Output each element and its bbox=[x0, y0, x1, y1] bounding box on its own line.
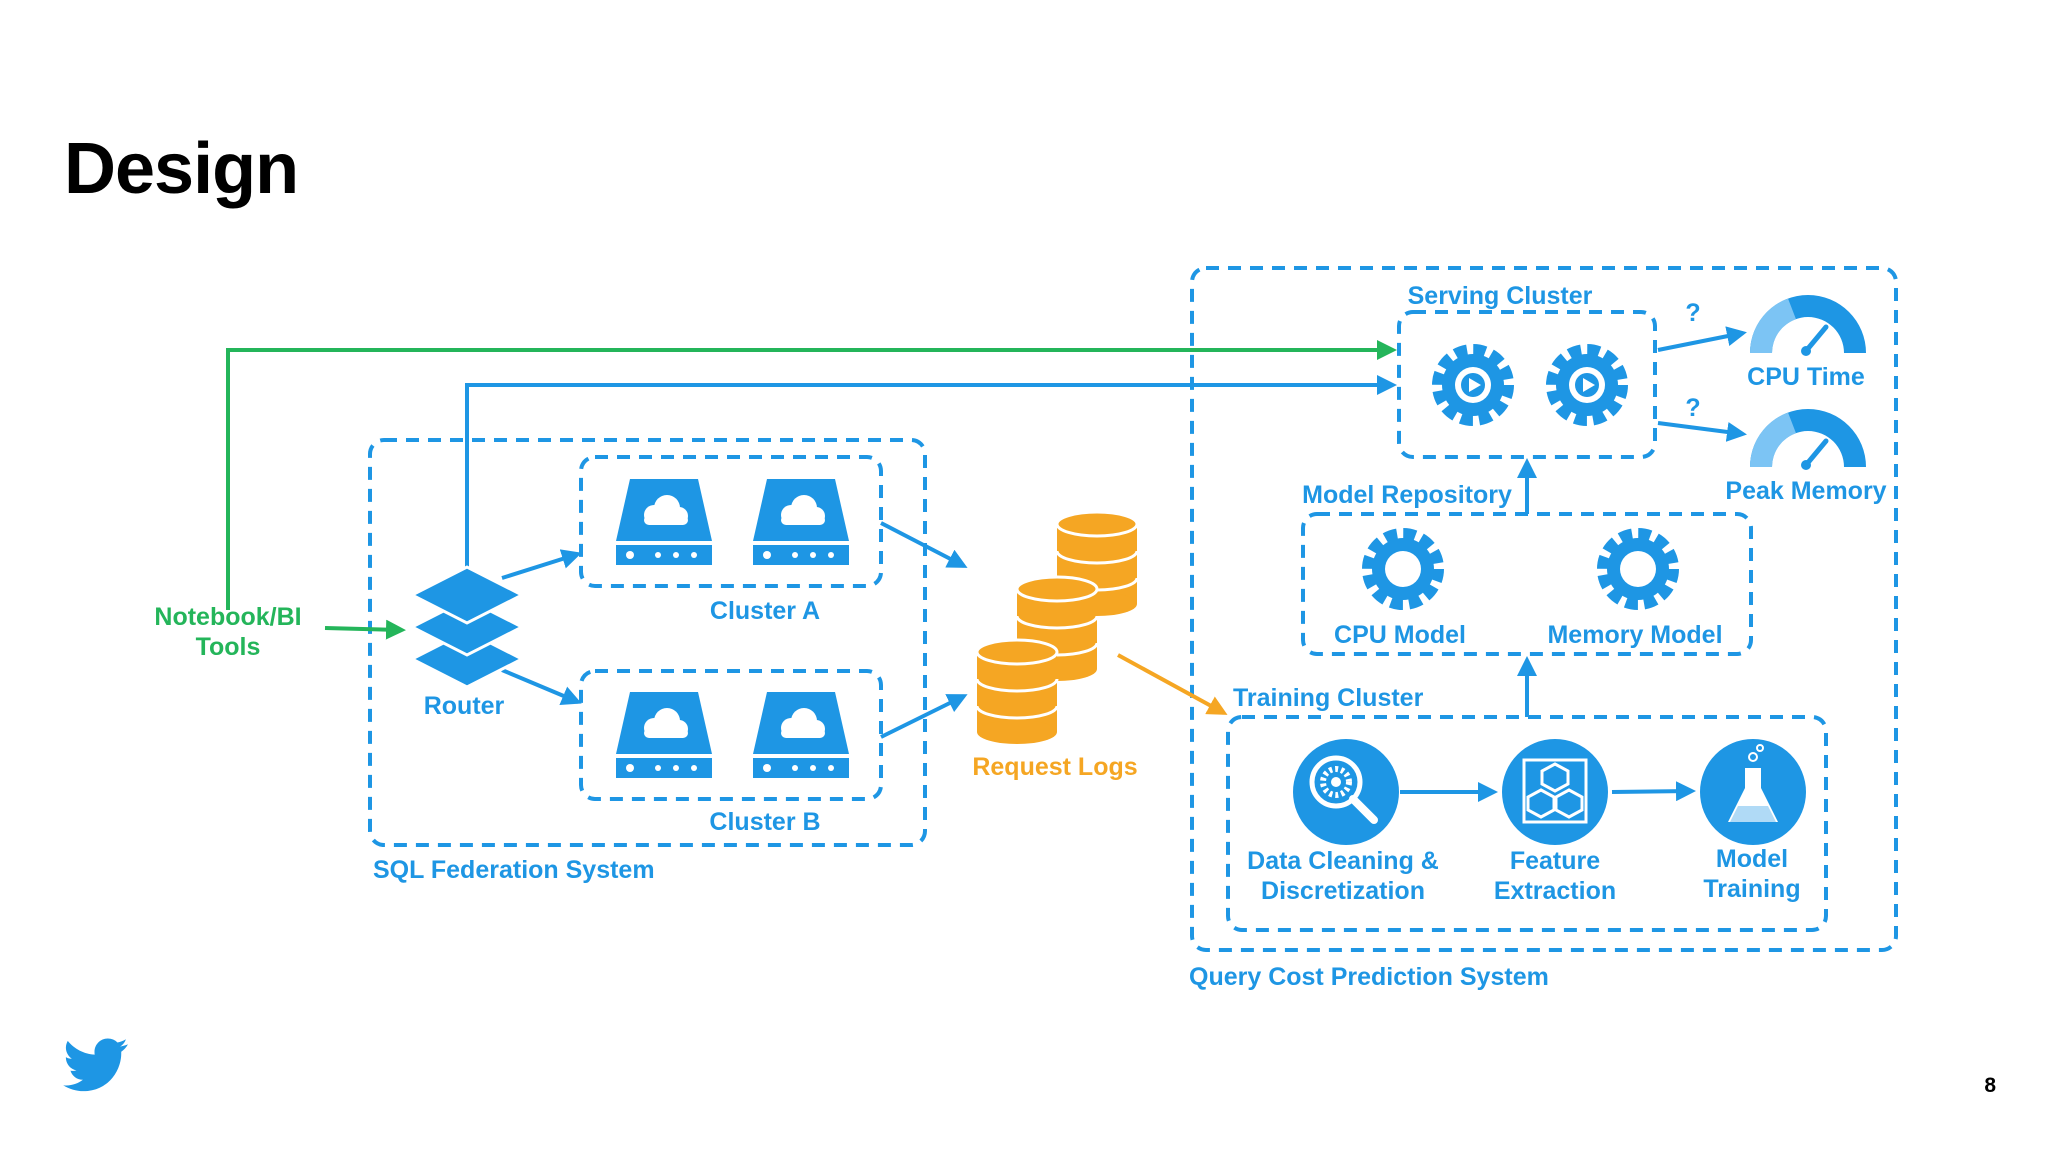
magnifier-gear-icon bbox=[1293, 739, 1399, 845]
slide-title: Design bbox=[64, 129, 299, 209]
data-cleaning-label-line2: Discretization bbox=[1261, 877, 1425, 905]
router-to-serving-arrow bbox=[465, 375, 1397, 580]
question-mark-cpu: ? bbox=[1685, 299, 1700, 327]
router-to-cluster-b-arrow bbox=[501, 668, 582, 706]
cluster-b-label: Cluster B bbox=[709, 808, 820, 836]
client-to-router-arrow bbox=[324, 619, 406, 640]
cloud-server-icon bbox=[753, 479, 849, 565]
sql-federation-label: SQL Federation System bbox=[373, 856, 655, 884]
cluster-a-label: Cluster A bbox=[710, 597, 820, 625]
query-cost-system-label: Query Cost Prediction System bbox=[1189, 963, 1549, 991]
cluster-a-to-logs-arrow bbox=[880, 521, 968, 568]
data-cleaning-label-line1: Data Cleaning & bbox=[1247, 847, 1439, 875]
client-label-line2: Tools bbox=[196, 633, 261, 661]
twitter-bird-icon bbox=[63, 1038, 128, 1092]
router-to-cluster-a-arrow bbox=[501, 549, 582, 580]
feature-extraction-label-line1: Feature bbox=[1510, 847, 1600, 875]
cpu-time-gauge-icon bbox=[1750, 295, 1866, 356]
cluster-a-boundary bbox=[579, 455, 883, 588]
cpu-model-label: CPU Model bbox=[1334, 621, 1466, 649]
model-repository-label: Model Repository bbox=[1302, 481, 1512, 509]
serving-cluster-boundary bbox=[1397, 310, 1657, 459]
cluster-b-to-logs-arrow bbox=[880, 694, 968, 739]
model-training-label-line1: Model bbox=[1716, 845, 1788, 873]
request-logs-label: Request Logs bbox=[972, 753, 1137, 781]
peak-memory-gauge-icon bbox=[1750, 409, 1866, 470]
feature-extraction-label-line2: Extraction bbox=[1494, 877, 1616, 905]
feature-to-training-arrow bbox=[1611, 781, 1696, 802]
memory-model-label: Memory Model bbox=[1547, 621, 1722, 649]
serving-to-peak-memory-arrow bbox=[1657, 421, 1747, 442]
query-cost-prediction-boundary bbox=[1190, 266, 1898, 952]
client-to-serving-arrow bbox=[226, 340, 1397, 610]
model-training-label-line2: Training bbox=[1703, 875, 1800, 903]
question-mark-memory: ? bbox=[1685, 394, 1700, 422]
logs-to-training-arrow bbox=[1117, 653, 1228, 715]
cluster-b-boundary bbox=[579, 669, 883, 801]
cloud-server-icon bbox=[616, 692, 712, 778]
training-cluster-label: Training Cluster bbox=[1233, 684, 1424, 712]
serving-cluster-label: Serving Cluster bbox=[1408, 282, 1593, 310]
memory-model-gear-icon bbox=[1607, 538, 1669, 600]
router-label: Router bbox=[424, 692, 505, 720]
client-label-line1: Notebook/BI bbox=[154, 603, 301, 631]
gear-play-icon bbox=[1556, 354, 1618, 416]
cloud-server-icon bbox=[616, 479, 712, 565]
cpu-time-label: CPU Time bbox=[1747, 363, 1865, 391]
database-icon bbox=[975, 638, 1059, 746]
gear-play-icon bbox=[1442, 354, 1504, 416]
cubes-icon bbox=[1502, 739, 1608, 845]
cloud-server-icon bbox=[753, 692, 849, 778]
page-number: 8 bbox=[1984, 1074, 1996, 1097]
flask-icon bbox=[1700, 739, 1806, 845]
training-cluster-boundary bbox=[1226, 715, 1828, 932]
router-stack-icon bbox=[408, 565, 526, 689]
sql-federation-boundary bbox=[368, 438, 927, 847]
serving-to-cpu-time-arrow bbox=[1657, 326, 1747, 352]
cpu-model-gear-icon bbox=[1372, 538, 1434, 600]
peak-memory-label: Peak Memory bbox=[1725, 477, 1886, 505]
